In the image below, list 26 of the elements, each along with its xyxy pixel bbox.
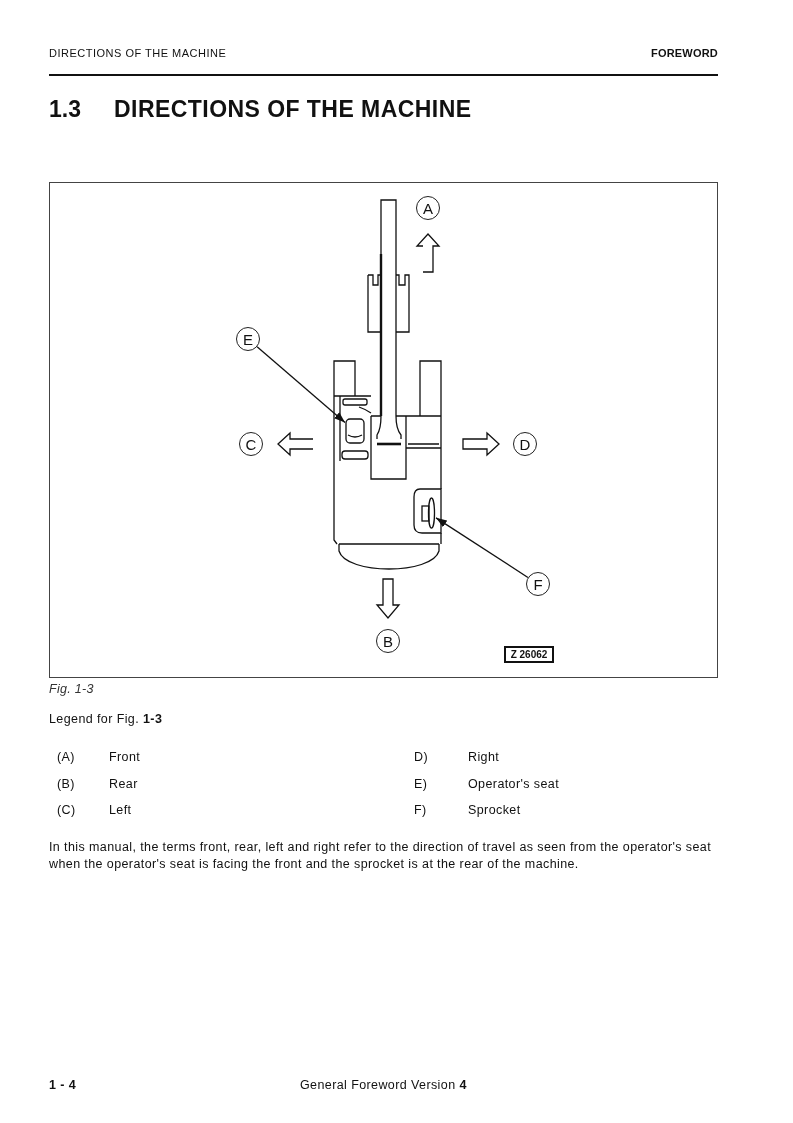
legend-text: Rear [109, 776, 138, 791]
legend-text: Right [468, 750, 500, 765]
legend-text: Sprocket [468, 803, 521, 818]
legend-text: Front [109, 750, 141, 765]
leader-line [435, 517, 529, 579]
chapter-name: FOREWORD [651, 47, 718, 59]
drawing-number: Z 26062 [504, 646, 554, 663]
section-title: DIRECTIONS OF THE MACHINE [114, 96, 472, 123]
legend-heading: Legend for Fig. 1-3 [49, 712, 163, 726]
section-number: 1.3 [49, 96, 81, 123]
legend-key: F) [414, 803, 427, 818]
body-paragraph: In this manual, the terms front, rear, left and right refer to the direction of travel as seen from the operator's seat when the operator's seat is facing the front and the sprocket is at the rear of the machine. [49, 839, 713, 873]
figure-caption: Fig. 1-3 [49, 682, 94, 696]
leader-line [256, 346, 346, 424]
operator-seat [345, 418, 365, 444]
running-header: DIRECTIONS OF THE MACHINE [49, 47, 227, 59]
page-number: 1 - 4 [49, 1078, 76, 1092]
footer-text: General Foreword Version 4 [300, 1078, 467, 1092]
legend-key: (A) [57, 750, 75, 765]
legend-key: E) [414, 776, 428, 791]
legend-key: (C) [57, 803, 76, 818]
legend-text: Operator's seat [468, 776, 560, 791]
legend-text: Left [109, 803, 132, 818]
legend-key: D) [414, 750, 428, 765]
sprocket [421, 497, 436, 529]
legend-key: (B) [57, 776, 75, 791]
